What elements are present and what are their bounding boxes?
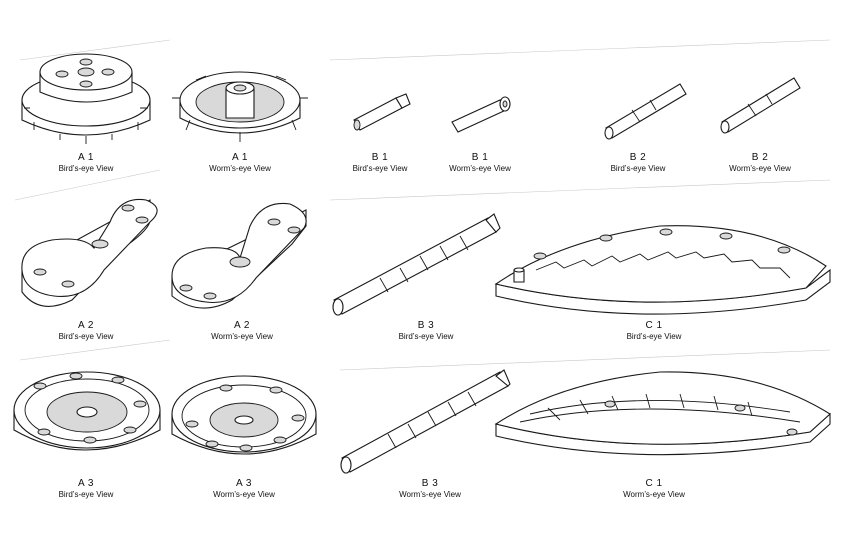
drawing-a2-birds-eye (21, 198, 158, 307)
caption-b2-worms-eye: B 2 Worm’s-eye View (729, 152, 791, 174)
drawing-c1-worms-eye (494, 371, 831, 456)
part-code: B 3 (421, 478, 439, 489)
drawing-c1-birds-eye (494, 225, 831, 315)
part-code: B 1 (471, 152, 489, 163)
caption-c1-birds-eye: C 1 Bird’s-eye View (627, 320, 682, 342)
view-label: Bird’s-eye View (398, 332, 454, 341)
drawing-b3-birds-eye (332, 213, 501, 316)
drawing-b3-worms-eye (340, 369, 511, 474)
part-code: A 2 (78, 320, 94, 331)
view-label: Worm’s-eye View (449, 164, 511, 173)
part-code: B 1 (371, 152, 389, 163)
view-label: Worm’s-eye View (211, 332, 273, 341)
view-label: Bird’s-eye View (352, 164, 408, 173)
view-label: Bird’s-eye View (610, 164, 666, 173)
caption-a1-birds-eye: A 1 Bird’s-eye View (59, 152, 114, 174)
drawing-a3-birds-eye (13, 371, 161, 451)
part-code: A 1 (232, 152, 248, 163)
part-code: B 3 (417, 320, 435, 331)
view-label: Worm’s-eye View (623, 490, 685, 499)
caption-b1-birds-eye: B 1 Bird’s-eye View (353, 152, 408, 174)
drawing-a2-worms-eye (171, 202, 307, 309)
caption-a3-worms-eye: A 3 Worm’s-eye View (213, 478, 275, 500)
caption-a2-birds-eye: A 2 Bird’s-eye View (59, 320, 114, 342)
part-code: C 1 (645, 478, 663, 489)
view-label: Bird’s-eye View (58, 490, 114, 499)
caption-a3-birds-eye: A 3 Bird’s-eye View (59, 478, 114, 500)
drawing-b1-birds-eye (353, 93, 411, 131)
construction-lines (14, 39, 831, 371)
drawing-b2-birds-eye (604, 83, 687, 140)
part-code: B 2 (629, 152, 647, 163)
view-label: Worm’s-eye View (729, 164, 791, 173)
part-code: A 3 (236, 478, 252, 489)
caption-a1-worms-eye: A 1 Worm’s-eye View (209, 152, 271, 174)
part-code: C 1 (645, 320, 663, 331)
view-label: Worm’s-eye View (213, 490, 275, 499)
part-code: A 2 (234, 320, 250, 331)
part-code: B 2 (751, 152, 769, 163)
caption-b3-birds-eye: B 3 Bird’s-eye View (399, 320, 454, 342)
view-label: Bird’s-eye View (58, 332, 114, 341)
part-code: A 3 (78, 478, 94, 489)
drawing-a1-birds-eye (21, 53, 151, 144)
view-label: Worm’s-eye View (399, 490, 461, 499)
view-label: Bird’s-eye View (58, 164, 114, 173)
caption-c1-worms-eye: C 1 Worm’s-eye View (623, 478, 685, 500)
view-label: Bird’s-eye View (626, 332, 682, 341)
drawing-a3-worms-eye (171, 375, 317, 455)
caption-a2-worms-eye: A 2 Worm’s-eye View (211, 320, 273, 342)
caption-b1-worms-eye: B 1 Worm’s-eye View (449, 152, 511, 174)
drawing-a1-worms-eye (172, 71, 308, 142)
caption-b3-worms-eye: B 3 Worm’s-eye View (399, 478, 461, 500)
drawing-b2-worms-eye (720, 77, 801, 134)
drawing-b1-worms-eye (451, 96, 511, 133)
part-code: A 1 (78, 152, 94, 163)
view-label: Worm’s-eye View (209, 164, 271, 173)
caption-b2-birds-eye: B 2 Bird’s-eye View (611, 152, 666, 174)
